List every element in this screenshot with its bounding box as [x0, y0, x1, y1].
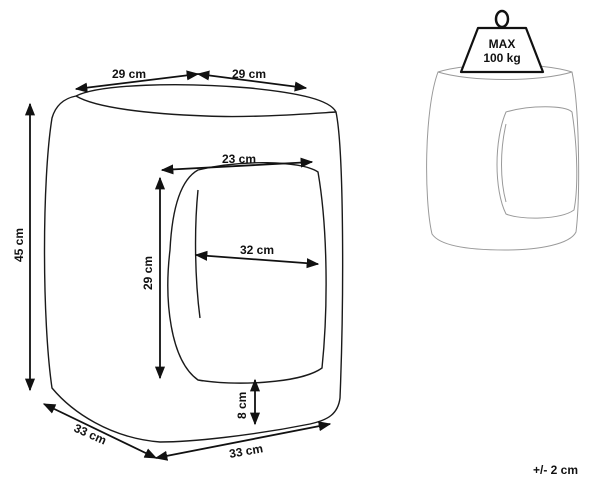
weight-label-value: 100 kg: [483, 51, 520, 65]
label-opening-height: 29 cm: [141, 256, 155, 290]
label-bottom-left: 33 cm: [72, 421, 109, 448]
thumbnail-opening: [496, 106, 578, 219]
dimension-labels: 29 cm 29 cm 45 cm 23 cm 32 cm 29 cm 8 cm…: [12, 67, 274, 461]
tolerance-note: +/- 2 cm: [533, 463, 578, 477]
thumbnail-opening-inner: [501, 123, 507, 203]
opening-inner-edge: [194, 189, 201, 319]
dimension-lines: [24, 70, 332, 461]
arrow-opening-width: [160, 157, 314, 175]
arrow-top-right-depth: [196, 70, 308, 92]
thumbnail-top-rim: [437, 71, 573, 80]
weight-badge: MAX 100 kg: [459, 9, 545, 74]
label-base-clearance: 8 cm: [235, 392, 249, 419]
thumbnail-outer-outline: [426, 64, 580, 251]
label-top-right-depth: 29 cm: [232, 67, 266, 81]
arrow-top-left-width: [74, 70, 200, 93]
label-opening-depth: 32 cm: [240, 243, 274, 257]
label-top-left-width: 29 cm: [112, 67, 146, 81]
label-bottom-right: 33 cm: [228, 441, 264, 461]
weight-icon: [459, 26, 545, 74]
stool-top-rim: [75, 95, 337, 118]
arrow-opening-depth: [194, 250, 320, 269]
arrow-bottom-left: [42, 403, 158, 459]
arrow-bottom-right: [154, 421, 332, 461]
weight-label-max: MAX: [489, 37, 516, 51]
label-height: 45 cm: [12, 228, 26, 262]
weight-hook-ring: [494, 9, 510, 29]
stool-thumbnail: [426, 64, 580, 251]
label-opening-width: 23 cm: [222, 152, 256, 166]
stool-opening: [167, 162, 327, 384]
